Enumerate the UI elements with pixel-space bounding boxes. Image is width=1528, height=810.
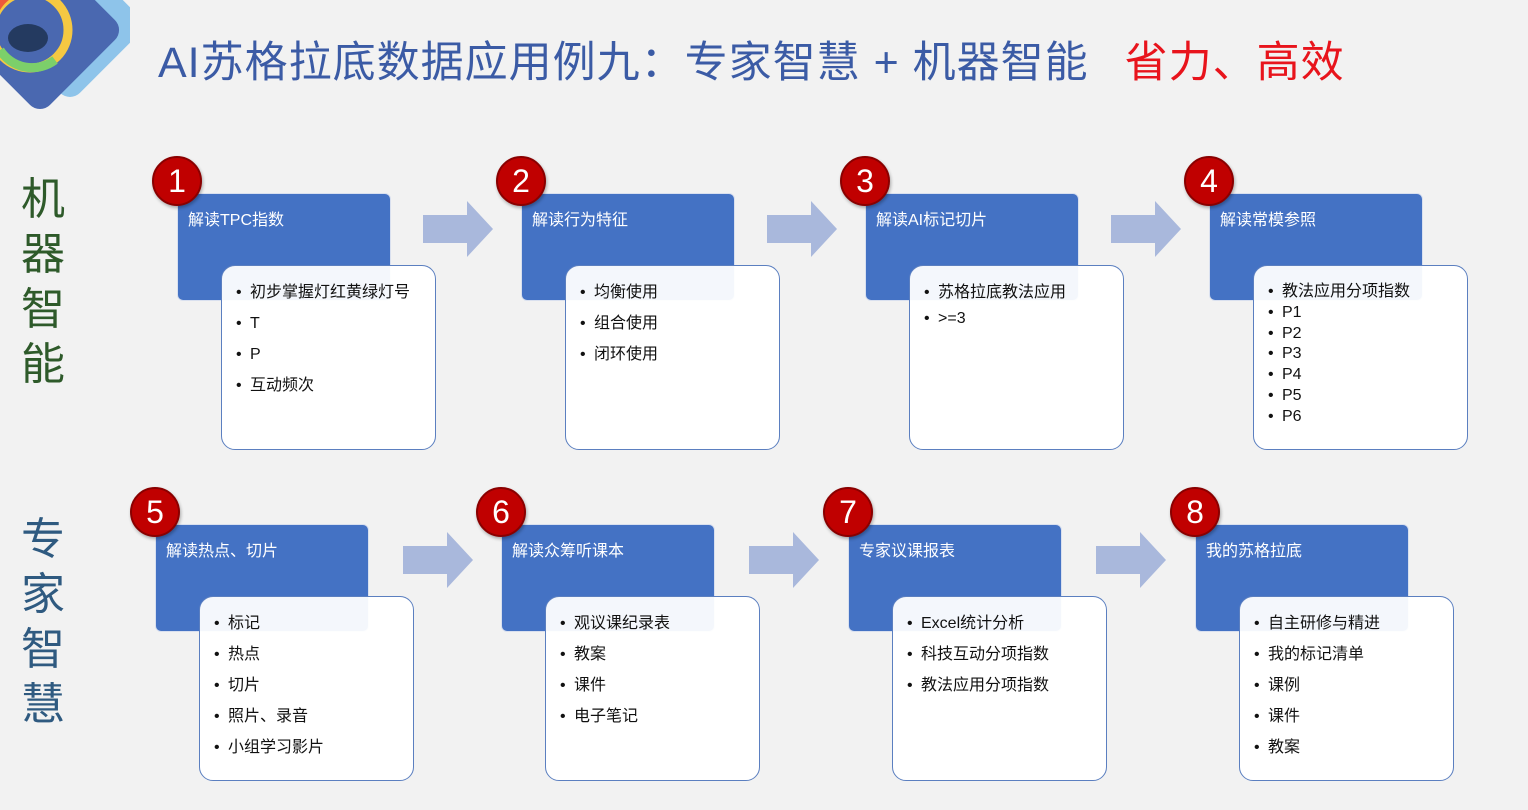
- title-accent: 省力、高效: [1124, 39, 1345, 87]
- step-details: 标记热点切片照片、录音小组学习影片: [199, 596, 414, 781]
- step-details: 苏格拉底教法应用 >=3: [909, 265, 1124, 450]
- step-number-badge: 7: [823, 487, 873, 537]
- step-title: 解读热点、切片: [166, 543, 279, 560]
- step-item: 教法应用分项指数: [1268, 282, 1457, 303]
- step-item: 我的标记清单: [1254, 644, 1443, 665]
- step-item: P3: [1268, 344, 1457, 365]
- step-item: 电子笔记: [560, 706, 749, 727]
- step-item: 均衡使用: [580, 282, 769, 303]
- page-title: AI苏格拉底数据应用例九：专家智慧 + 机器智能省力、高效: [158, 28, 1345, 90]
- step-item: 观议课纪录表: [560, 613, 749, 634]
- step-number-badge: 4: [1184, 156, 1234, 206]
- step-item: >=3: [924, 308, 1113, 329]
- step-item: P6: [1268, 407, 1457, 428]
- step-item: T: [236, 313, 425, 334]
- step-item: 热点: [214, 644, 403, 665]
- step-item: 闭环使用: [580, 344, 769, 365]
- step-item: 课例: [1254, 675, 1443, 696]
- step-number-badge: 8: [1170, 487, 1220, 537]
- step-item: 照片、录音: [214, 706, 403, 727]
- step-item: 自主研修与精进: [1254, 613, 1443, 634]
- step-details: 自主研修与精进我的标记清单课例课件教案: [1239, 596, 1454, 781]
- step-item: P4: [1268, 365, 1457, 386]
- step-title: 解读众筹听课本: [512, 543, 625, 560]
- step-item: 教法应用分项指数: [907, 675, 1096, 696]
- step-title: 解读AI标记切片: [876, 212, 988, 229]
- step-title: 解读常模参照: [1220, 212, 1317, 229]
- step-item: 苏格拉底教法应用: [924, 282, 1113, 303]
- step-item: P5: [1268, 386, 1457, 407]
- arrow-right-icon: [1096, 532, 1166, 588]
- step-item: 科技互动分项指数: [907, 644, 1096, 665]
- step-item: 互动频次: [236, 375, 425, 396]
- step-item: 教案: [560, 644, 749, 665]
- step-number-badge: 1: [152, 156, 202, 206]
- step-item: Excel统计分析: [907, 613, 1096, 634]
- arrow-right-icon: [767, 201, 837, 257]
- step-title: 解读TPC指数: [188, 212, 285, 229]
- title-main: AI苏格拉底数据应用例九：专家智慧 + 机器智能: [158, 39, 1089, 87]
- step-details: 初步掌握灯红黄绿灯号 TP 互动频次: [221, 265, 436, 450]
- step-number-badge: 2: [496, 156, 546, 206]
- step-title: 我的苏格拉底: [1206, 543, 1303, 560]
- side-label-machine: 机器智能: [21, 175, 65, 389]
- arrow-right-icon: [423, 201, 493, 257]
- step-number-badge: 3: [840, 156, 890, 206]
- step-item: 课件: [1254, 706, 1443, 727]
- step-details: 教法应用分项指数P1P2P3P4P5P6: [1253, 265, 1468, 450]
- side-label-expert: 专家智慧: [21, 515, 65, 729]
- arrow-right-icon: [403, 532, 473, 588]
- arrow-right-icon: [749, 532, 819, 588]
- step-details: 均衡使用组合使用闭环使用: [565, 265, 780, 450]
- step-item: 标记: [214, 613, 403, 634]
- step-item: P1: [1268, 303, 1457, 324]
- step-number-badge: 6: [476, 487, 526, 537]
- step-item: P: [236, 344, 425, 365]
- step-item: P2: [1268, 324, 1457, 345]
- step-title: 专家议课报表: [859, 543, 956, 560]
- step-details: 观议课纪录表教案课件电子笔记: [545, 596, 760, 781]
- step-details: Excel统计分析科技互动分项指数教法应用分项指数: [892, 596, 1107, 781]
- step-item: 初步掌握灯红黄绿灯号: [236, 282, 425, 303]
- step-item: 课件: [560, 675, 749, 696]
- arrow-right-icon: [1111, 201, 1181, 257]
- step-item: 组合使用: [580, 313, 769, 334]
- step-title: 解读行为特征: [532, 212, 629, 229]
- step-item: 切片: [214, 675, 403, 696]
- step-item: 小组学习影片: [214, 737, 403, 758]
- step-number-badge: 5: [130, 487, 180, 537]
- step-item: 教案: [1254, 737, 1443, 758]
- logo-icon: [0, 0, 130, 110]
